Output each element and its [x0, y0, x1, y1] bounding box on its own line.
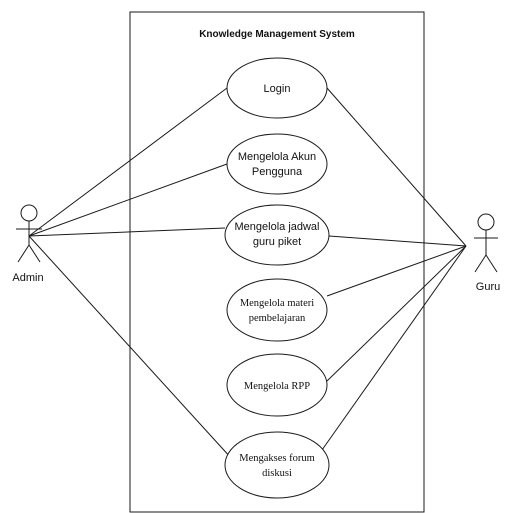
use-case-materi-ellipse	[226, 278, 328, 342]
use-case-rpp-ellipse	[226, 353, 328, 417]
use-case-kelola-akun-label-line2: Pengguna	[252, 166, 303, 178]
use-case-materi-label-line2: pembelajaran	[249, 313, 306, 324]
use-case-jadwal-piket-label-line1: Mengelola jadwal	[235, 221, 320, 233]
use-case-login-label: Login	[264, 83, 291, 95]
use-case-kelola-akun-ellipse	[226, 133, 328, 195]
actor-admin-label: Admin	[12, 272, 43, 284]
use-case-forum-ellipse	[224, 431, 330, 499]
use-case-forum[interactable]: Mengakses forum diskusi	[224, 431, 330, 499]
actor-guru[interactable]: Guru	[474, 213, 500, 293]
actor-admin[interactable]: Admin	[12, 204, 44, 284]
association-guru-jadwal	[328, 235, 467, 247]
use-case-kelola-akun[interactable]: Mengelola Akun Pengguna	[226, 133, 328, 195]
use-case-kelola-akun-label-line1: Mengelola Akun	[238, 151, 316, 163]
use-case-jadwal-piket[interactable]: Mengelola jadwal guru piket	[224, 204, 330, 266]
association-lines	[28, 87, 467, 460]
use-case-login[interactable]: Login	[226, 57, 328, 119]
actor-admin-stick-figure-icon	[16, 204, 42, 263]
use-case-login-ellipse	[226, 57, 328, 119]
system-title: Knowledge Management System	[199, 29, 355, 40]
use-case-jadwal-piket-label-line2: guru piket	[253, 236, 301, 248]
actor-guru-stick-figure-icon	[474, 213, 498, 273]
actor-guru-label: Guru	[476, 281, 500, 293]
association-admin-akun	[28, 163, 228, 237]
use-case-forum-label-line2: diskusi	[262, 468, 292, 479]
system-boundary	[129, 11, 425, 513]
use-case-materi-label-line1: Mengelola materi	[240, 298, 314, 309]
use-case-jadwal-piket-ellipse	[224, 204, 330, 266]
association-admin-login	[28, 87, 228, 237]
association-guru-login	[326, 87, 467, 247]
use-case-rpp[interactable]: Mengelola RPP	[226, 353, 328, 417]
use-case-rpp-label: Mengelola RPP	[244, 381, 310, 392]
association-admin-jadwal	[28, 227, 226, 237]
association-guru-forum	[321, 245, 467, 451]
association-guru-rpp	[326, 245, 467, 382]
association-admin-forum	[28, 235, 233, 460]
use-case-forum-label-line1: Mengakses forum	[239, 453, 315, 464]
use-case-materi[interactable]: Mengelola materi pembelajaran	[226, 278, 328, 342]
association-guru-materi	[326, 245, 467, 297]
